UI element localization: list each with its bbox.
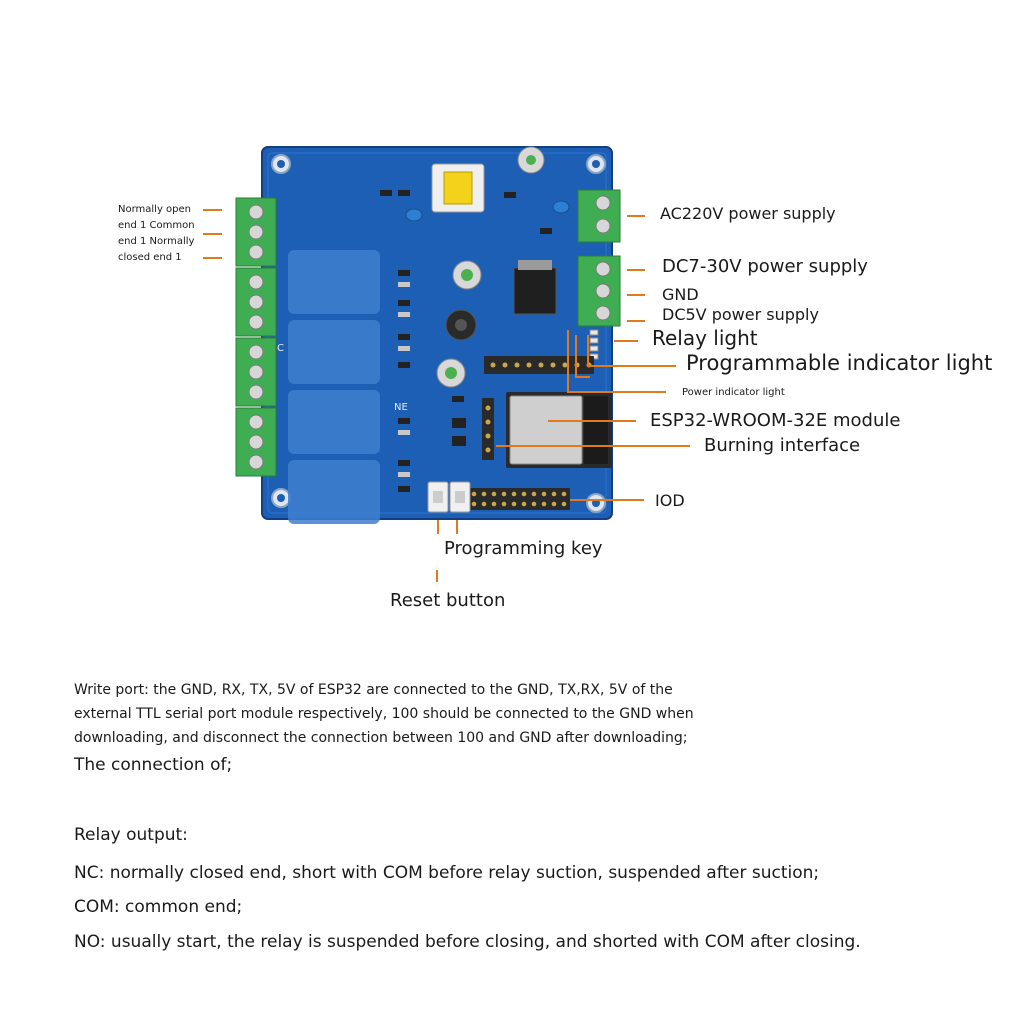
esp32-module — [506, 392, 612, 468]
label-reset-button: Reset button — [390, 590, 506, 611]
left-terminal-blocks — [235, 197, 277, 477]
note-write-port-line-3: downloading, and disconnect the connecti… — [74, 730, 688, 746]
right-terminal-blocks — [577, 189, 621, 327]
note-nc: NC: normally closed end, short with COM … — [74, 863, 820, 883]
label-esp32-module: ESP32-WROOM-32E module — [650, 410, 901, 431]
leader-lines — [203, 209, 690, 582]
label-closed-end: closed end 1 — [118, 252, 182, 263]
pin-header-burning — [482, 398, 494, 460]
note-relay-output: Relay output: — [74, 825, 188, 845]
note-com: COM: common end; — [74, 897, 243, 917]
label-programming-key: Programming key — [444, 538, 603, 559]
relays — [288, 250, 380, 524]
description-notes: Write port: the GND, RX, TX, 5V of ESP32… — [74, 678, 974, 954]
label-dc5v: DC5V power supply — [662, 305, 819, 324]
note-write-port-line-1: Write port: the GND, RX, TX, 5V of ESP32… — [74, 682, 673, 698]
label-burning-interface: Burning interface — [704, 435, 861, 456]
label-relay-light: Relay light — [652, 326, 758, 350]
regulator — [513, 267, 557, 315]
board-illustration — [203, 146, 690, 582]
label-normally-closed: end 1 Normally — [118, 236, 195, 247]
label-common: end 1 Common — [118, 220, 195, 231]
diagram: C NE Normally open end 1 Common end 1 No… — [118, 146, 993, 611]
label-ac220v: AC220V power supply — [660, 204, 836, 223]
board-text-ne: NE — [394, 402, 408, 413]
pin-header-iod — [466, 488, 570, 510]
label-gnd: GND — [662, 285, 699, 304]
label-iod: IOD — [655, 491, 685, 510]
label-programmable-indicator: Programmable indicator light — [686, 351, 993, 375]
board-text-c: C — [277, 343, 284, 354]
label-dc7-30v: DC7-30V power supply — [662, 256, 868, 277]
label-power-indicator: Power indicator light — [682, 387, 785, 398]
note-write-port-line-2: external TTL serial port module respecti… — [74, 706, 694, 722]
note-connection: The connection of; — [74, 755, 233, 775]
note-no: NO: usually start, the relay is suspende… — [74, 932, 861, 952]
label-normally-open: Normally open — [118, 204, 192, 215]
push-buttons — [427, 481, 471, 513]
pin-header-top — [484, 356, 594, 374]
